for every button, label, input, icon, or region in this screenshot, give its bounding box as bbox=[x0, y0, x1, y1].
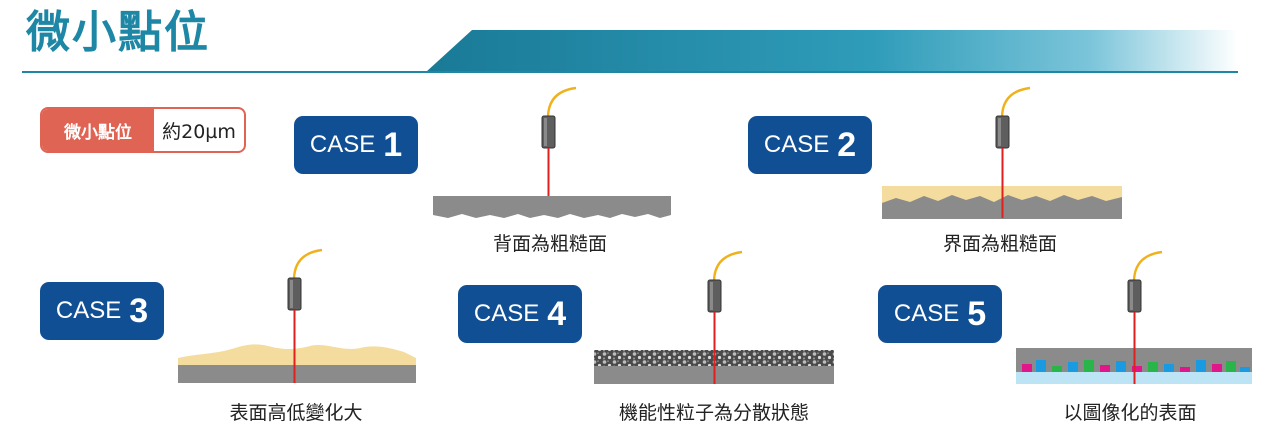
case-3-word: CASE bbox=[55, 297, 122, 324]
page-title: 微小點位 bbox=[26, 7, 210, 58]
case-3-badge: CASE 3 bbox=[40, 282, 164, 340]
sensor-cable bbox=[1000, 86, 1031, 119]
case-2-caption: 界面為粗糙面 bbox=[942, 233, 1057, 255]
case-5-illustration bbox=[1016, 250, 1252, 384]
substrate-layer bbox=[178, 365, 416, 383]
sensor-probe bbox=[287, 277, 302, 311]
case-5-badge: CASE 5 bbox=[878, 285, 1002, 343]
sensor-probe bbox=[995, 115, 1010, 149]
case-1-number: 1 bbox=[383, 125, 403, 164]
case-4-word: CASE bbox=[473, 300, 540, 327]
case-1-badge: CASE 1 bbox=[294, 116, 418, 174]
case-4-caption: 機能性粒子為分散狀態 bbox=[618, 402, 809, 424]
case-1-caption: 背面為粗糙面 bbox=[492, 233, 607, 255]
case-2-number: 2 bbox=[837, 125, 857, 164]
case-2-illustration bbox=[882, 86, 1122, 219]
printed-pattern bbox=[1022, 360, 1250, 372]
case-1-word: CASE bbox=[309, 131, 376, 158]
spot-size-label: 微小點位 bbox=[42, 109, 154, 151]
spot-size-badge: 微小點位 約20µm bbox=[40, 107, 246, 153]
case-5-caption: 以圖像化的表面 bbox=[1063, 402, 1197, 424]
case-2-word: CASE bbox=[763, 131, 830, 158]
case-3-illustration bbox=[178, 248, 416, 383]
sensor-cable bbox=[712, 250, 743, 283]
case-3-number: 3 bbox=[129, 291, 149, 330]
sensor-probe bbox=[541, 115, 556, 149]
sensor-probe bbox=[707, 279, 722, 313]
spot-size-value: 約20µm bbox=[162, 120, 236, 143]
substrate-layer bbox=[433, 196, 671, 218]
case-4-illustration bbox=[594, 250, 834, 384]
sensor-cable bbox=[292, 248, 323, 281]
case-1-illustration bbox=[433, 86, 671, 218]
case-4-number: 4 bbox=[547, 294, 567, 333]
title-banner bbox=[22, 30, 1238, 73]
case-2-badge: CASE 2 bbox=[748, 116, 872, 174]
sensor-probe bbox=[1127, 279, 1142, 313]
coating-layer bbox=[178, 344, 416, 366]
sensor-cable bbox=[1132, 250, 1163, 283]
case-4-badge: CASE 4 bbox=[458, 285, 582, 343]
case-3-caption: 表面高低變化大 bbox=[229, 402, 363, 424]
case-5-number: 5 bbox=[967, 294, 987, 333]
case-5-word: CASE bbox=[893, 300, 960, 327]
sensor-cable bbox=[546, 86, 577, 119]
